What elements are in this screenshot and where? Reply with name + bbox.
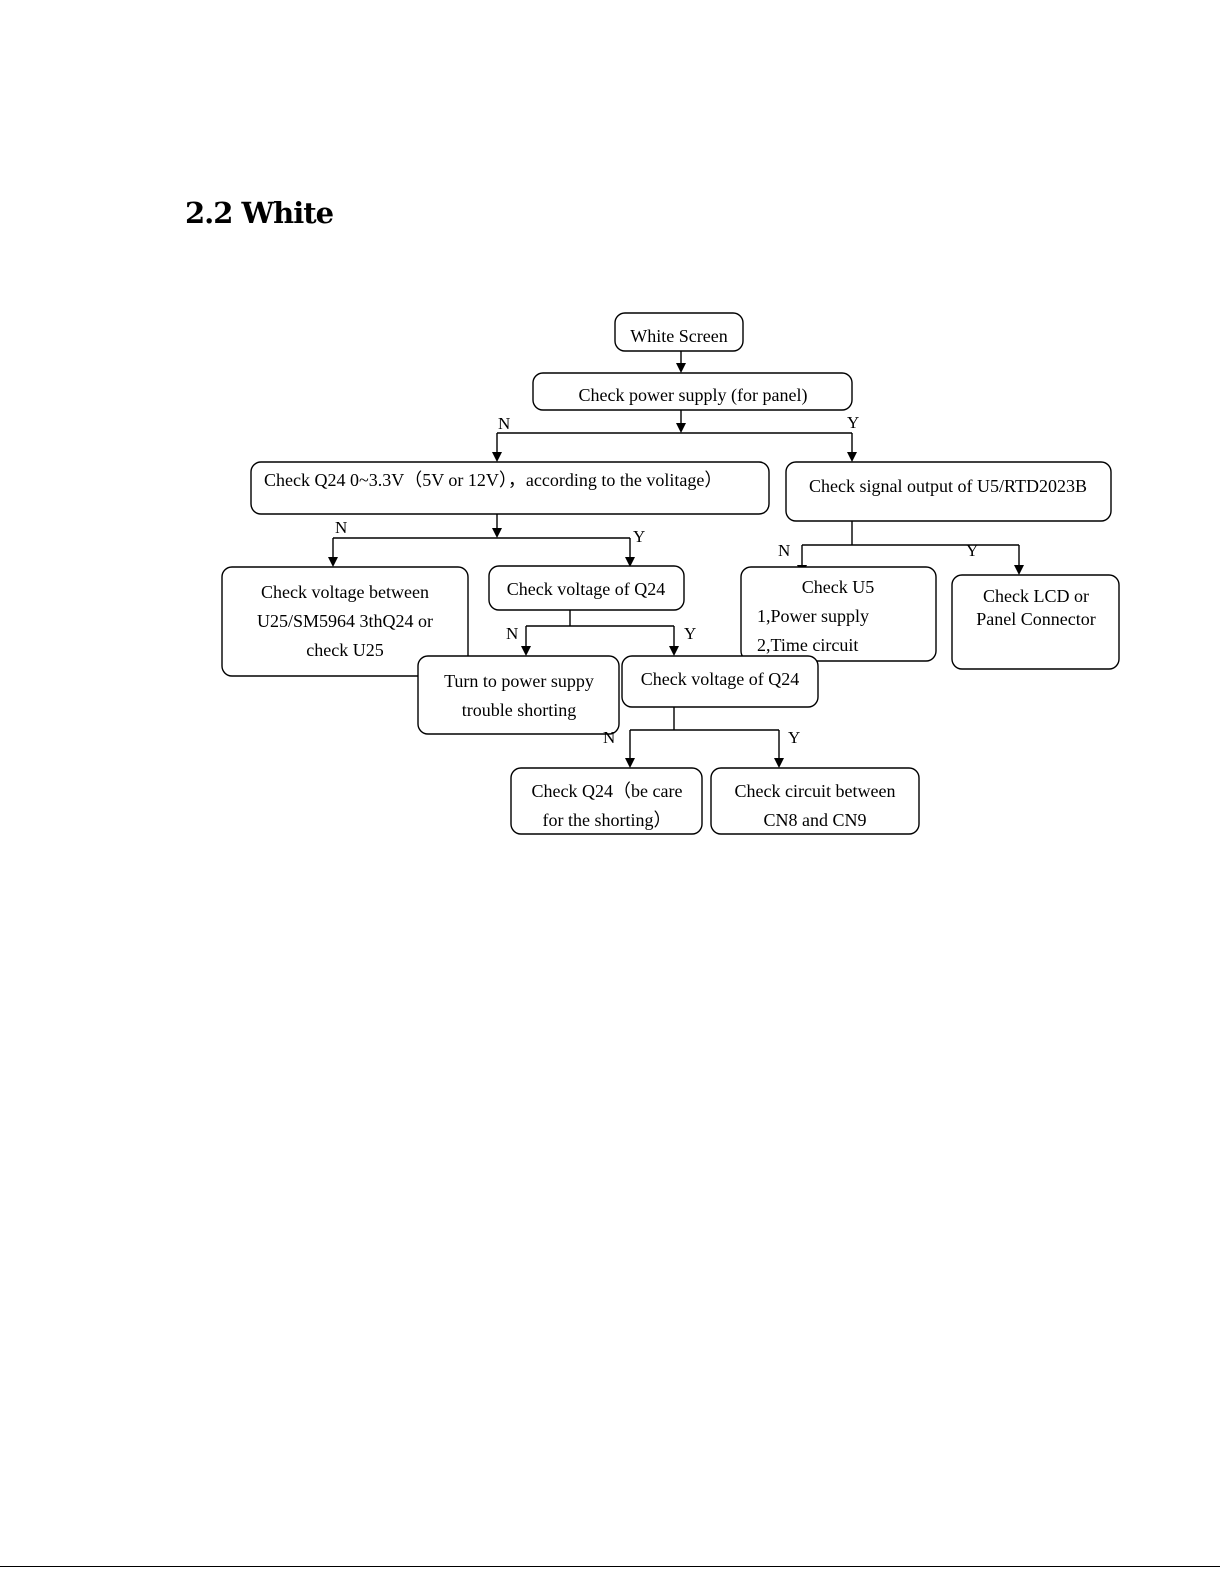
node-box [417, 655, 620, 735]
node-box [614, 312, 744, 352]
node-text-line: Check voltage of Q24 [507, 579, 665, 599]
node-box [532, 372, 853, 411]
node-text-line: 2,Time circuit [757, 635, 858, 655]
node-text-line: Check signal output of U5/RTD2023B [809, 476, 1087, 496]
node-text-line: Check voltage of Q24 [641, 669, 799, 689]
branch-label-yes: Y [966, 541, 978, 560]
node-check-power-supply: Check power supply (for panel) [532, 372, 853, 411]
arrow-head [847, 452, 857, 462]
node-text-line: Check circuit between [735, 781, 896, 801]
node-box [221, 566, 469, 677]
arrow-head [492, 452, 502, 462]
node-box [710, 767, 920, 835]
arrow-head [676, 423, 686, 433]
node-box [785, 461, 1112, 522]
node-check-u5: Check U5 1,Power supply 2,Time circuit [740, 566, 937, 662]
node-text-line: Turn to power suppy [444, 671, 594, 691]
node-text-line: CN8 and CN9 [764, 810, 867, 830]
arrow-head [676, 363, 686, 373]
node-text-line: 1,Power supply [757, 606, 869, 626]
node-text-line: Panel Connector [976, 609, 1095, 629]
arrow-head [669, 646, 679, 656]
arrow-head [625, 557, 635, 567]
branch-label-yes: Y [847, 413, 859, 432]
node-text-line: Check Q24 0~3.3V（5V or 12V），according to… [264, 470, 722, 490]
branch-label-no: N [498, 414, 510, 433]
node-turn-to-power: Turn to power suppy trouble shorting [417, 655, 620, 735]
node-text-line: Check LCD or [983, 586, 1089, 606]
node-text-line: U25/SM5964 3thQ24 or [257, 611, 433, 631]
node-box [250, 461, 770, 515]
branch-label-no: N [778, 541, 790, 560]
branch-label-yes: Y [633, 527, 645, 546]
node-text-line: Check voltage between [261, 582, 429, 602]
node-text-line: White Screen [630, 326, 727, 346]
node-check-signal-output: Check signal output of U5/RTD2023B [785, 461, 1112, 522]
node-check-q24-care: Check Q24（be care for the shorting） [510, 767, 703, 835]
branch-label-no: N [335, 518, 347, 537]
branch-label-yes: Y [684, 624, 696, 643]
node-text-line: Check Q24（be care [532, 781, 683, 801]
branch-label-yes: Y [788, 728, 800, 747]
node-box [951, 574, 1120, 670]
node-check-lcd: Check LCD or Panel Connector [951, 574, 1120, 670]
node-box [740, 566, 937, 662]
node-check-voltage-q24-b: Check voltage of Q24 [621, 655, 819, 708]
branch-label-no: N [506, 624, 518, 643]
section-heading: 2.2 White [185, 196, 334, 230]
node-box [488, 565, 685, 611]
page-footer-rule [0, 1566, 1220, 1567]
arrow-head [492, 528, 502, 538]
arrow-head [625, 758, 635, 768]
flowchart-branch-labels: N Y N Y N Y N Y N Y [335, 413, 978, 747]
node-text-line: trouble shorting [462, 700, 577, 720]
arrow-head [1014, 565, 1024, 575]
flowchart-connectors [328, 351, 1024, 768]
node-box [621, 655, 819, 708]
arrow-head [328, 557, 338, 567]
node-text-line: Check U5 [802, 577, 874, 597]
node-text-line: Check power supply (for panel) [579, 385, 808, 406]
arrow-head [774, 758, 784, 768]
node-text-line: check U25 [306, 640, 383, 660]
arrow-head [521, 646, 531, 656]
node-text-line: for the shorting） [543, 810, 672, 830]
branch-label-no: N [603, 728, 615, 747]
node-box [510, 767, 703, 835]
node-white-screen: White Screen [614, 312, 744, 352]
node-check-voltage-q24-a: Check voltage of Q24 [488, 565, 685, 611]
node-check-q24-range: Check Q24 0~3.3V（5V or 12V），according to… [250, 461, 770, 515]
